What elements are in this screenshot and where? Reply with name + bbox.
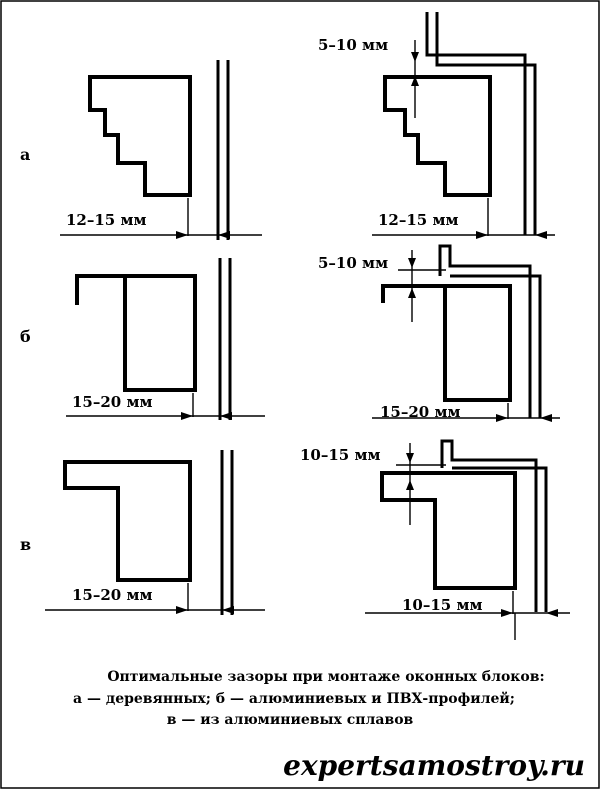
row-a-right-top-gap-dimension	[411, 40, 419, 118]
row-b-right-flashing	[438, 244, 542, 418]
row-v-left-gap-label: 15–20 мм	[72, 586, 153, 604]
row-b-right-gap-label: 15–20 мм	[380, 403, 461, 421]
row-a-right-window-profile	[383, 75, 492, 197]
row-b-right-gap-dimension	[372, 403, 560, 422]
row-v-left-gap-dimension	[45, 583, 265, 614]
row-v-right-window-profile	[380, 471, 517, 590]
watermark: expertsamostroy.ru	[283, 749, 585, 782]
row-a-left-gap-label: 12–15 мм	[66, 211, 147, 229]
row-a-left-gap-dimension	[60, 198, 262, 239]
caption-line-2: а — деревянных; б — алюминиевых и ПВХ-пр…	[73, 690, 515, 707]
row-v-left-window-profile	[63, 460, 192, 582]
row-b-left-window-profile	[75, 274, 197, 392]
row-v-right-flashing	[440, 439, 548, 612]
row-label-b: б	[20, 327, 31, 346]
caption-line-3: в — из алюминиевых сплавов	[167, 712, 414, 728]
row-v-right-gap-label: 10–15 мм	[402, 596, 483, 614]
row-v-left-wall	[220, 450, 234, 615]
row-v-right-gap-dimension	[365, 591, 570, 640]
row-a-right-gap-label: 12–15 мм	[378, 211, 459, 229]
row-b-right-top-gap-dimension	[398, 250, 446, 322]
row-a-left-window-profile	[88, 75, 192, 197]
row-b-left-gap-label: 15–20 мм	[72, 393, 153, 411]
row-label-v: в	[20, 535, 31, 554]
row-b-left-wall	[218, 258, 232, 420]
row-b-right-window-profile	[381, 284, 512, 402]
row-v-right-top-gap-label: 10–15 мм	[300, 446, 381, 464]
row-a-left-wall	[216, 60, 230, 240]
row-a-right-flashing	[425, 12, 537, 235]
row-label-a: а	[20, 145, 30, 164]
caption-line-1: Оптимальные зазоры при монтаже оконных б…	[107, 669, 544, 685]
row-a-right-gap-dimension	[372, 198, 555, 239]
row-a-right-top-gap-label: 5–10 мм	[318, 36, 388, 54]
row-b-right-top-gap-label: 5–10 мм	[318, 254, 388, 272]
row-v-right-top-gap-dimension	[396, 443, 446, 525]
row-b-left-gap-dimension	[66, 393, 265, 420]
